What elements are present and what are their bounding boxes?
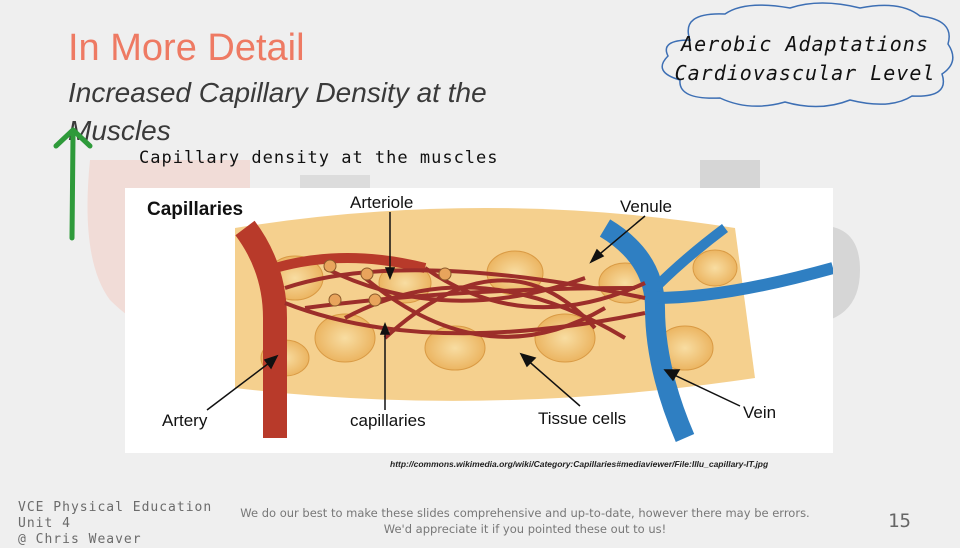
footer-unit: Unit 4 [18, 516, 71, 531]
capillary-illustration: Capillaries Arteriole Venule Artery capi… [147, 193, 833, 442]
footer-course-name: VCE Physical Education [18, 500, 213, 515]
label-arteriole: Arteriole [350, 193, 413, 212]
footer-disclaimer: We do our best to make these slides comp… [225, 505, 825, 537]
label-venule: Venule [620, 197, 672, 216]
label-capillaries: capillaries [350, 411, 426, 430]
footer-author: @ Chris Weaver [18, 532, 142, 547]
footer-course-info: VCE Physical Education Unit 4 @ Chris We… [18, 500, 212, 548]
capillary-figure: Capillaries Arteriole Venule Artery capi… [125, 188, 833, 453]
cloud-shape [661, 2, 954, 108]
footer-disclaimer-line-2: We'd appreciate it if you pointed these … [383, 522, 667, 536]
slide-subtitle: Increased Capillary Density at the Muscl… [68, 77, 487, 146]
footer-disclaimer-line-1: We do our best to make these slides comp… [240, 506, 810, 520]
figure-caption: Capillary density at the muscles [139, 148, 499, 168]
figure-heading: Capillaries [147, 199, 243, 220]
cloud-text: Aerobic Adaptations Cardiovascular Level [650, 30, 960, 88]
source-url[interactable]: http://commons.wikimedia.org/wiki/Catego… [390, 459, 769, 469]
label-vein: Vein [743, 403, 776, 422]
label-artery: Artery [162, 411, 208, 430]
up-arrow-icon [53, 127, 93, 241]
cloud-line-1: Aerobic Adaptations [681, 32, 929, 56]
label-tissue-cells: Tissue cells [538, 409, 626, 428]
slide-title: In More Detail [68, 27, 305, 69]
page-number: 15 [888, 510, 911, 532]
cloud-line-2: Cardiovascular Level [674, 61, 936, 85]
